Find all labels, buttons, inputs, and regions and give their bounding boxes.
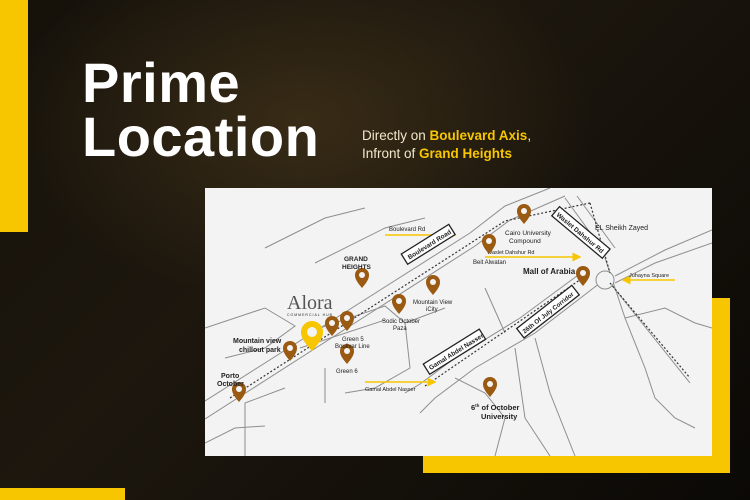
title-line-2: Location — [82, 105, 320, 168]
brand-tagline: COMMERCIAL HUB — [287, 313, 333, 317]
pin-mountain-chillout[interactable] — [283, 341, 297, 361]
subtitle-text: Directly on — [362, 128, 430, 143]
road-network — [205, 188, 712, 456]
arrow-label-gamal: Gamal Abdel Nasser — [365, 387, 416, 393]
accent-bar-top — [0, 0, 28, 232]
subtitle-line-2: Infront of Grand Heights — [362, 145, 531, 163]
pin-grand-heights[interactable] — [355, 268, 369, 288]
label-mall-of-arabia: Mall of Arabia — [523, 267, 576, 276]
pin-green5-b[interactable] — [325, 316, 339, 336]
svg-text:Gamal Abdel Nasser: Gamal Abdel Nasser — [428, 332, 486, 372]
accent-bar-bottom — [0, 488, 125, 500]
subtitle-text: , — [527, 128, 532, 143]
subtitle-highlight: Grand Heights — [419, 146, 513, 161]
subtitle: Directly on Boulevard Axis, Infront of G… — [362, 127, 531, 163]
road-label-july: 26th Of July Corridor — [515, 284, 581, 339]
pin-mall-of-arabia[interactable] — [576, 266, 590, 286]
label-beit-alwatan: Beit Alwatan — [473, 260, 506, 266]
brand-location-pin[interactable] — [301, 321, 323, 351]
location-map[interactable]: Boulevard Rd Waslet Dahshur Rd Gamal Abd… — [205, 188, 712, 456]
subtitle-line-1: Directly on Boulevard Axis, — [362, 127, 531, 145]
svg-text:Boulevard Road: Boulevard Road — [407, 229, 453, 261]
pin-sodic[interactable] — [392, 294, 406, 314]
pin-mountain-icity[interactable] — [426, 275, 440, 295]
arrow-label-juhayna: Juhayna Square — [629, 273, 669, 279]
arrow-label-waslet: Waslet Dahshur Rd — [487, 250, 534, 256]
title-line-1: Prime — [82, 51, 241, 114]
pin-university[interactable] — [483, 377, 497, 397]
arrow-label-boulevard: Boulevard Rd — [389, 227, 425, 233]
label-green6: Green 6 — [336, 369, 358, 375]
page-title: Prime Location — [82, 51, 320, 168]
subtitle-highlight: Boulevard Axis — [429, 128, 528, 143]
label-sheikh-zayed: EL Sheikh Zayed — [595, 225, 648, 232]
map-svg: Boulevard Rd Waslet Dahshur Rd Gamal Abd… — [205, 188, 712, 456]
road-label-waslet: Waslet Dahshur Rd — [550, 205, 611, 260]
subtitle-text: Infront of — [362, 146, 420, 161]
brand-name: Alora — [287, 292, 333, 314]
pin-cairo-university[interactable] — [517, 204, 531, 224]
pin-green5[interactable] — [340, 311, 354, 331]
